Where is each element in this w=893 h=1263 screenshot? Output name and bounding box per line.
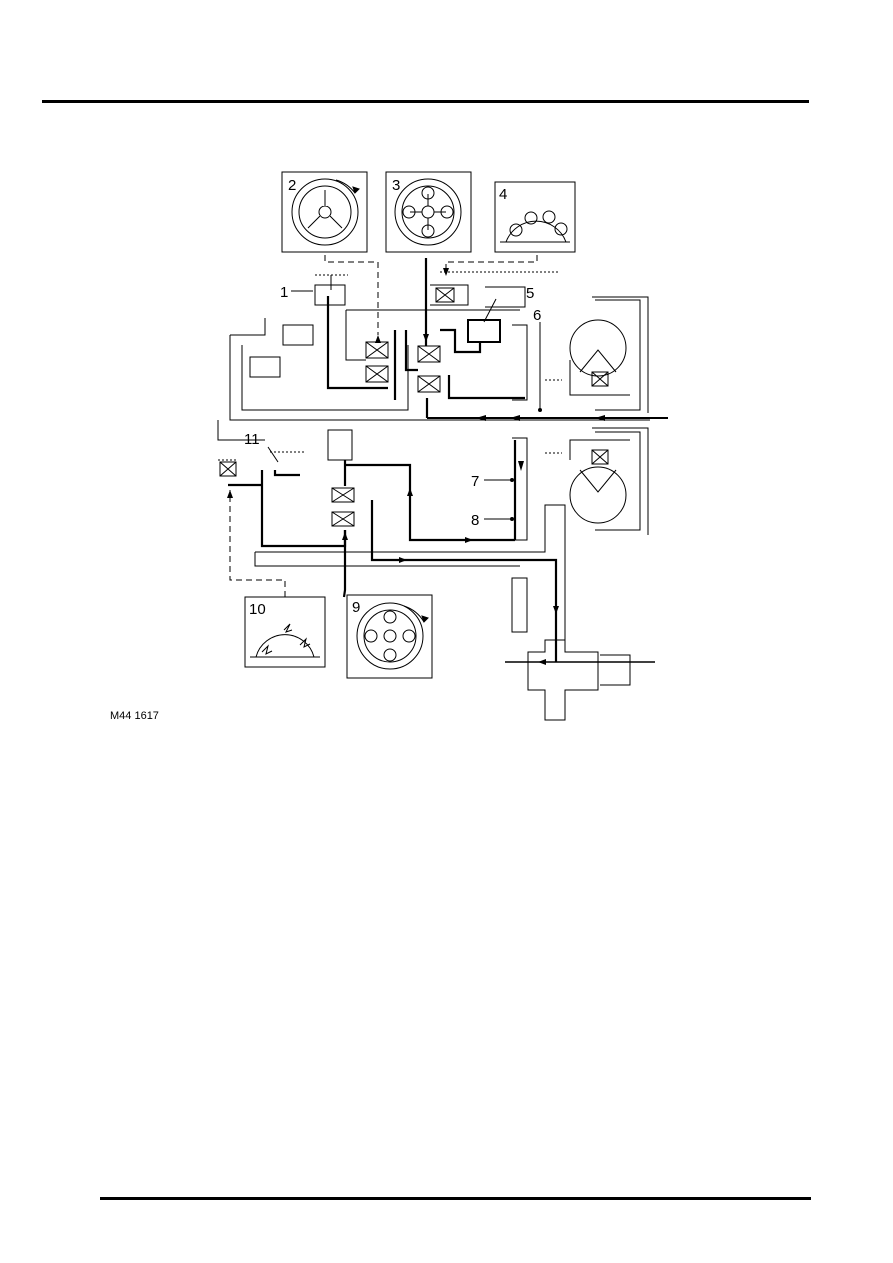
figure-reference: M44 1617: [110, 710, 159, 722]
inset-4-freewheel: [494, 181, 576, 253]
callout-8: 8: [471, 512, 479, 529]
inset-9-planetary-rotation: [346, 594, 433, 679]
callout-2: 2: [288, 177, 296, 194]
callout-5: 5: [526, 285, 534, 302]
torque-converter-lower: [569, 427, 649, 535]
callout-3: 3: [392, 177, 400, 194]
torque-converter-upper: [569, 296, 649, 413]
callout-1: 1: [280, 284, 288, 301]
callout-10: 10: [249, 601, 266, 618]
footer-rule: [100, 1197, 811, 1200]
inset-3-planetary: [385, 171, 472, 253]
inset-2-planetary-rotation: [281, 171, 368, 253]
callout-6: 6: [533, 307, 541, 324]
callout-7: 7: [471, 473, 479, 490]
callout-11: 11: [244, 431, 260, 448]
header-rule: [42, 100, 809, 103]
callout-4: 4: [499, 186, 507, 203]
callout-9: 9: [352, 599, 360, 616]
